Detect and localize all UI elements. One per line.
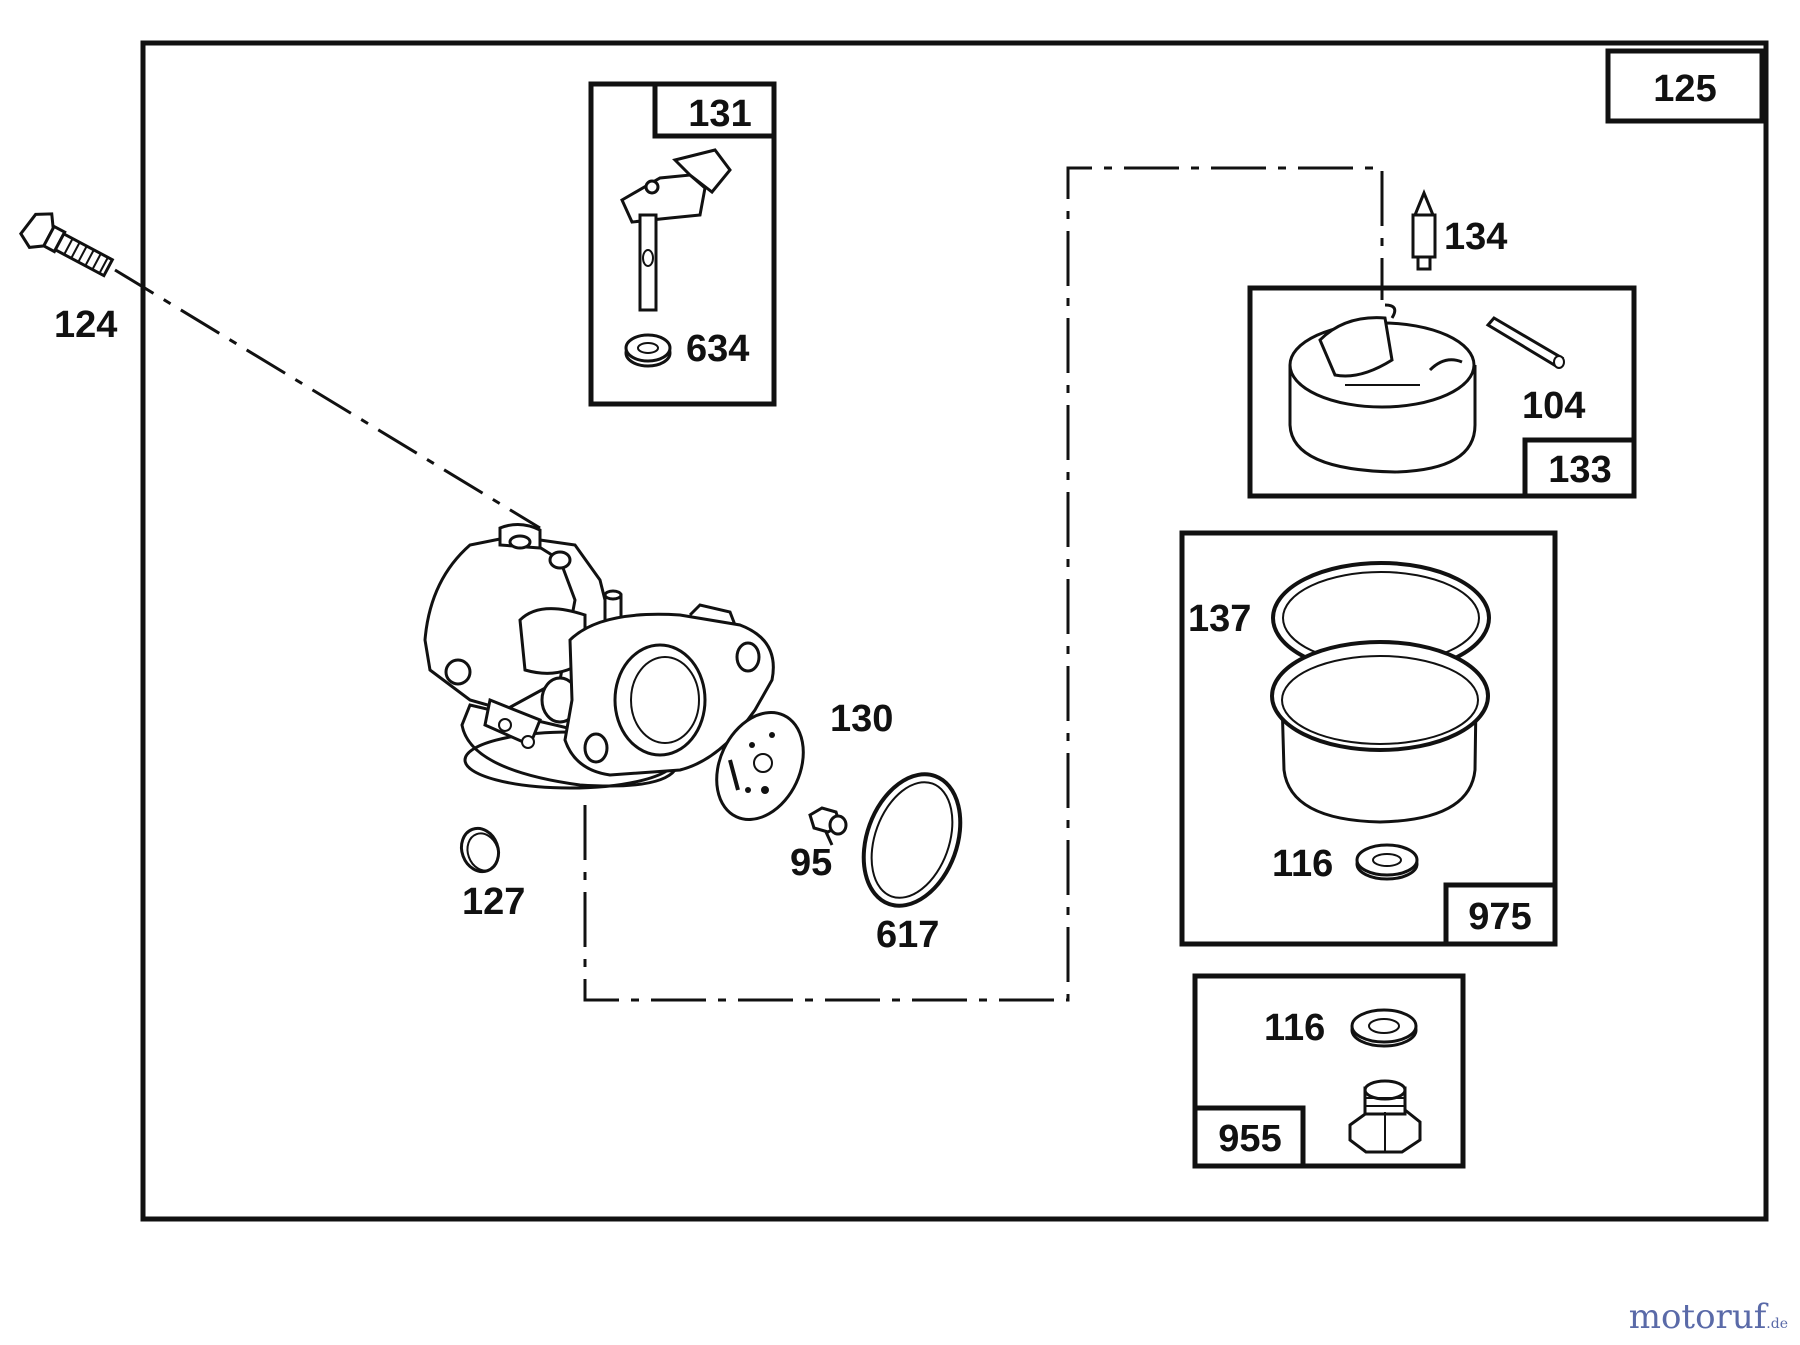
part-label-130: 130 [830,698,893,740]
kit-label-133: 133 [1548,449,1611,491]
part-label-116-b: 116 [1264,1007,1325,1049]
kit-box-131: 131 634 [588,81,777,407]
float-part [1288,303,1477,474]
washer-116-part [1355,843,1419,881]
washer-634-part [624,333,672,368]
gasket-130-part [715,711,805,821]
plug-127-part [459,826,501,874]
part-label-124: 124 [54,304,117,346]
part-label-95: 95 [790,842,832,884]
bolt-124-part [19,212,115,278]
assembly-number-box: 125 [1605,48,1765,124]
part-label-137: 137 [1188,598,1251,640]
watermark-name: motoruf [1628,1297,1767,1337]
part-label-127: 127 [462,881,525,923]
watermark-tld: .de [1766,1316,1788,1332]
oring-617-part [861,772,963,908]
kit-box-955: 955 116 [1192,973,1466,1169]
outer-frame [140,40,1769,1222]
part-label-617: 617 [876,914,939,956]
kit-label-975: 975 [1468,896,1531,938]
washer-116-b-part [1350,1008,1418,1048]
part-label-134: 134 [1444,216,1507,258]
screw-95-part [808,806,848,846]
pin-104-part [1485,316,1565,369]
assembly-number: 125 [1653,68,1716,110]
part-label-104: 104 [1522,385,1585,427]
throttle-shaft-part [620,148,732,312]
leader-line-bracket [583,166,1384,1002]
bowl-nut-part [1348,1079,1422,1154]
bowl-part [1270,640,1490,824]
part-label-634: 634 [686,328,749,370]
kit-box-133: 133 104 [1247,285,1637,499]
needle-134-part [1411,189,1437,271]
kit-box-975: 975 137 116 [1179,530,1558,947]
kit-label-955: 955 [1218,1118,1281,1160]
leader-line-124 [114,268,541,530]
carburetor-body-part [423,523,775,790]
kit-label-131: 131 [688,93,751,135]
part-label-116-a: 116 [1272,843,1333,885]
watermark: motoruf.de [1629,1297,1788,1337]
